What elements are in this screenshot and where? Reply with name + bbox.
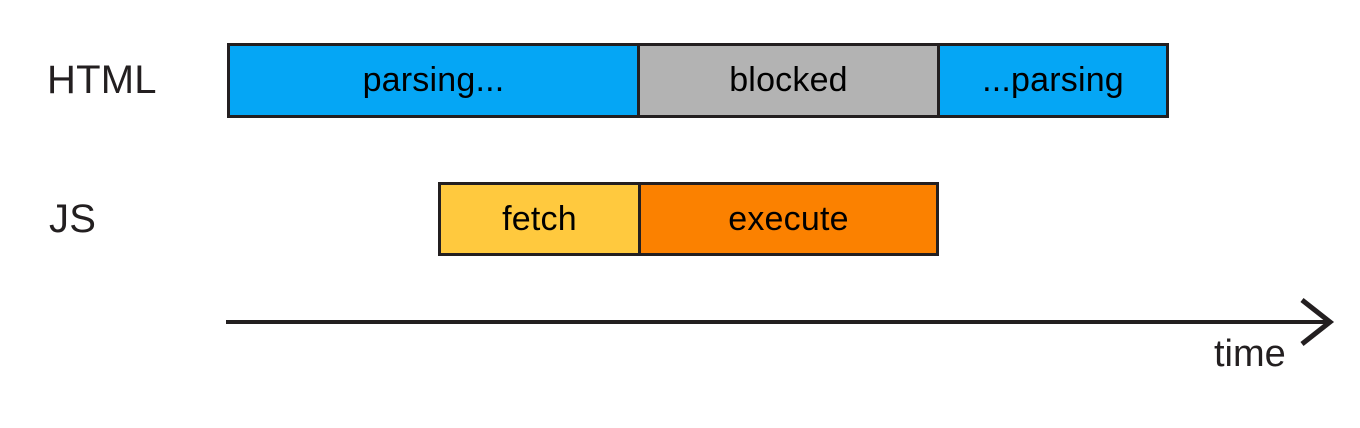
segment-parsing-end: ...parsing bbox=[937, 43, 1169, 118]
segment-fetch: fetch bbox=[438, 182, 641, 256]
row-label-html: HTML bbox=[47, 58, 157, 102]
segment-label: execute bbox=[728, 199, 849, 238]
segment-label: fetch bbox=[502, 199, 577, 238]
segment-parsing-start: parsing... bbox=[227, 43, 640, 118]
timeline-bar-html: parsing... blocked ...parsing bbox=[227, 43, 1169, 118]
timeline-bar-js: fetch execute bbox=[438, 182, 939, 256]
segment-execute: execute bbox=[638, 182, 939, 256]
segment-label: blocked bbox=[729, 61, 848, 99]
time-axis bbox=[220, 296, 1340, 352]
segment-label: parsing... bbox=[362, 61, 505, 99]
segment-blocked: blocked bbox=[637, 43, 940, 118]
segment-label: ...parsing bbox=[982, 61, 1124, 99]
arrow-right-icon bbox=[226, 298, 1335, 346]
row-label-js: JS bbox=[49, 197, 97, 241]
axis-label-time: time bbox=[1214, 333, 1286, 375]
